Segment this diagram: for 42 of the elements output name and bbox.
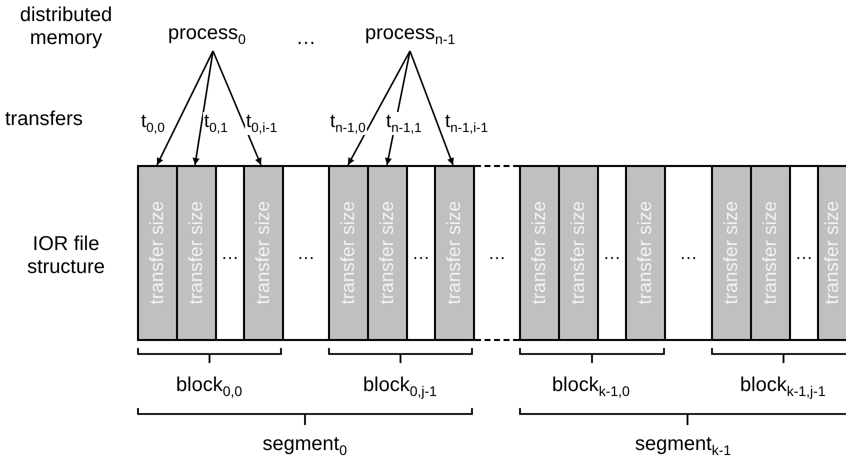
transfer-cell bbox=[817, 165, 846, 341]
ellipsis: … bbox=[296, 27, 316, 50]
process-label: process$_{0}$ bbox=[168, 22, 246, 48]
transfer-cell bbox=[519, 165, 560, 341]
arrow bbox=[347, 50, 411, 166]
block-label: block$_{0,j-1}$ bbox=[363, 374, 437, 400]
ellipsis: … bbox=[795, 242, 813, 264]
block-label: block$_{0,0}$ bbox=[176, 374, 242, 400]
arrow bbox=[409, 50, 454, 166]
edge-label: t$_{n-1,1}$ bbox=[385, 112, 423, 136]
transfer-cell bbox=[137, 165, 178, 341]
ellipsis: … bbox=[297, 242, 315, 264]
side-label: IOR file structure bbox=[26, 233, 106, 279]
ellipsis: … bbox=[412, 242, 430, 264]
arrow bbox=[156, 50, 214, 166]
process-label: process$_{n-1}$ bbox=[365, 22, 456, 48]
transfer-cell bbox=[176, 165, 217, 341]
edge-label: t$_{n-1,0}$ bbox=[329, 112, 367, 136]
edge-label: t$_{0,0}$ bbox=[140, 112, 166, 136]
segment-label: segment$_{0}$ bbox=[262, 433, 348, 458]
segment-label: segment$_{k-1}$ bbox=[635, 433, 732, 458]
side-label: distributed memory bbox=[18, 4, 114, 50]
side-label: transfers bbox=[5, 108, 83, 131]
transfer-cell bbox=[367, 165, 408, 341]
ellipsis: … bbox=[488, 242, 506, 264]
transfer-cell bbox=[558, 165, 599, 341]
block-label: block$_{k-1,0}$ bbox=[552, 374, 630, 400]
ellipsis: … bbox=[680, 242, 698, 264]
transfer-cell bbox=[625, 165, 666, 341]
block-label: block$_{k-1,j-1}$ bbox=[740, 374, 826, 400]
edge-label: t$_{0,1}$ bbox=[203, 112, 229, 136]
ellipsis: … bbox=[603, 242, 621, 264]
transfer-cell bbox=[434, 165, 475, 341]
arrow bbox=[192, 50, 214, 166]
transfer-cell bbox=[711, 165, 752, 341]
transfer-cell bbox=[328, 165, 369, 341]
transfer-cell bbox=[243, 165, 284, 341]
ellipsis: … bbox=[221, 242, 239, 264]
edge-label: t$_{n-1,i-1}$ bbox=[444, 112, 489, 136]
transfer-cell bbox=[750, 165, 791, 341]
edge-label: t$_{0,i-1}$ bbox=[245, 112, 278, 136]
arrow bbox=[212, 50, 262, 166]
